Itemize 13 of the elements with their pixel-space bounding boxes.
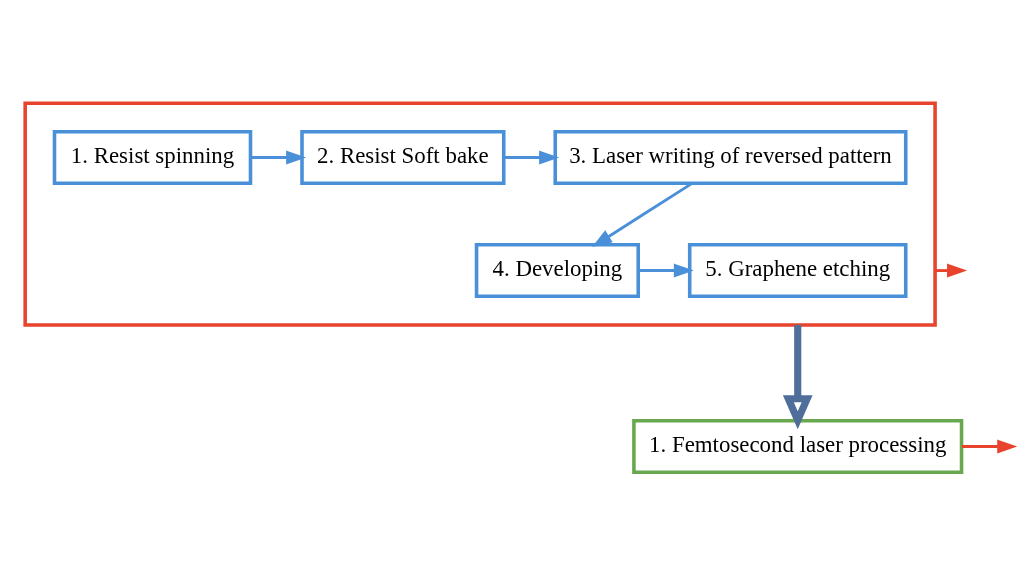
arrow [250,150,307,165]
arrow [638,263,694,278]
arrow [503,150,560,165]
node-box: 5. Graphene etching [687,242,908,298]
arrow [961,439,1018,454]
arrow [592,181,693,247]
node-box: 3. Laser writing of reversed pattern [553,129,908,185]
node-box: 4. Developing [474,242,640,298]
arrow [935,263,968,278]
node-box: 1. Femtosecond laser processing [632,418,964,474]
node-box: 2. Resist Soft bake [300,129,506,185]
node-box: 1. Resist spinning [52,129,253,185]
cluster [23,100,937,327]
